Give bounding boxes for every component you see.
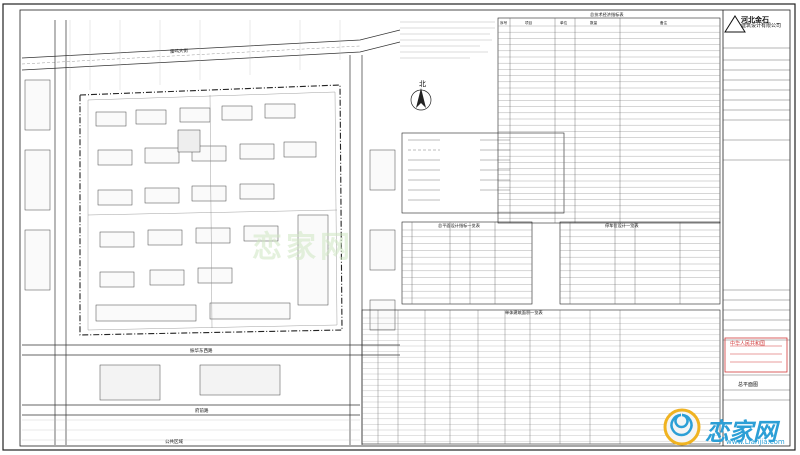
company-name-line1: 河北金石 <box>741 16 769 24</box>
approval-stamp <box>724 337 788 373</box>
company-name-line2: 建筑设计有限公司 <box>741 23 782 29</box>
stamp-text: 中华人民共和国 <box>730 341 766 347</box>
legend-block <box>401 132 565 214</box>
company-name: 河北金石 建筑设计有限公司 <box>741 16 782 30</box>
econ-table <box>497 17 721 224</box>
watermark: 恋家网 <box>252 230 354 265</box>
lower-road-label: 府前路 <box>195 407 209 414</box>
area-table-header: 总平面设计指标一览表 <box>438 222 481 229</box>
north-arrow <box>410 88 432 111</box>
site-plan <box>21 20 401 445</box>
company-logo <box>724 15 746 33</box>
logo-text: 恋家网 <box>705 418 777 446</box>
top-road-label: 雷鸣大街 <box>170 47 189 55</box>
design-notes <box>400 21 495 59</box>
econ-table-header: 总技术经济指标表 <box>590 11 624 18</box>
logo-url: www.Lianjia.com <box>726 438 785 446</box>
econ-col-label: 单位 <box>560 20 568 25</box>
area-table <box>401 221 533 305</box>
bottom-road-label: 振华东西路 <box>190 347 213 354</box>
building-table-header: 单体建筑面积一览表 <box>505 309 544 316</box>
econ-col-label: 备注 <box>660 20 668 25</box>
bottom-edge-road-label: 公共区域 <box>165 438 183 445</box>
north-label: 北 <box>419 80 426 88</box>
lianjia-logo-mark <box>663 408 701 446</box>
title-block-lines <box>722 10 790 446</box>
building-area-table <box>361 309 721 445</box>
drawing-frame <box>19 9 791 447</box>
project-label: 总平面图 <box>738 382 759 388</box>
econ-col-label: 项目 <box>525 20 532 25</box>
econ-col-label: 数量 <box>590 20 598 25</box>
parking-table <box>559 221 721 305</box>
parking-table-header: 停车位设计一览表 <box>605 222 639 229</box>
econ-col-label: 序号 <box>500 20 508 25</box>
